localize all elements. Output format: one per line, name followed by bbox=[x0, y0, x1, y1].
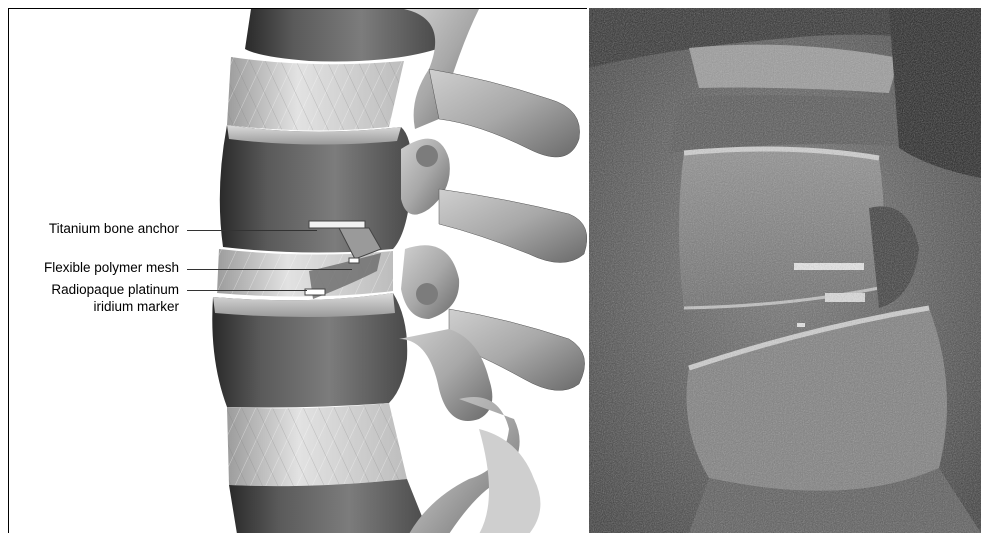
label-titanium-bone-anchor: Titanium bone anchor bbox=[9, 221, 179, 237]
marker-leader-line bbox=[187, 290, 307, 291]
label-radiopaque-marker-line2: iridium marker bbox=[9, 299, 179, 315]
label-flexible-polymer-mesh: Flexible polymer mesh bbox=[9, 260, 179, 276]
spine-illustration-panel: Titanium bone anchor Flexible polymer me… bbox=[8, 8, 587, 533]
mesh-leader-line bbox=[187, 269, 352, 270]
anchor-leader-line bbox=[187, 230, 317, 231]
xray-image bbox=[589, 8, 981, 533]
xray-image-panel bbox=[589, 8, 981, 533]
label-radiopaque-marker-line1: Radiopaque platinum bbox=[9, 282, 179, 298]
